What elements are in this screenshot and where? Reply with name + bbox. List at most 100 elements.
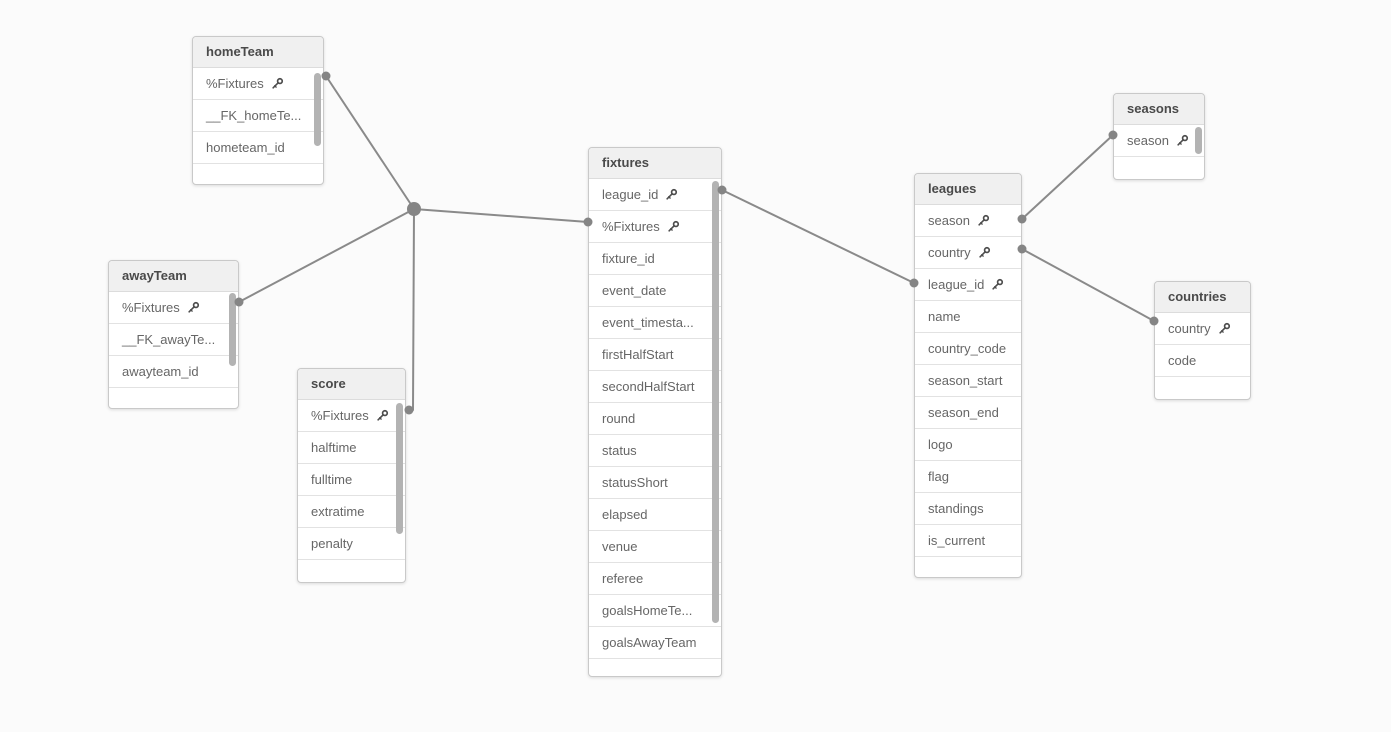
field-row[interactable]: country [1155, 313, 1250, 345]
connector-line-fixtures-to-leagues [721, 189, 915, 284]
field-label: event_timesta... [602, 315, 694, 330]
field-label: hometeam_id [206, 140, 285, 155]
field-row[interactable]: flag [915, 461, 1021, 493]
table-title: fixtures [602, 155, 649, 170]
table-title: score [311, 376, 346, 391]
field-row[interactable]: league_id [589, 179, 721, 211]
table-score[interactable]: score %Fixtures halftime fulltime extratime p… [297, 368, 406, 583]
connector-line-homeTeam-to-junction [325, 75, 415, 210]
table-scrollbar[interactable] [712, 181, 719, 623]
field-row[interactable]: name [915, 301, 1021, 333]
field-row[interactable]: season_end [915, 397, 1021, 429]
field-row[interactable]: awayteam_id [109, 356, 238, 388]
field-row[interactable]: fulltime [298, 464, 405, 496]
field-label: referee [602, 571, 644, 586]
field-row[interactable]: season_start [915, 365, 1021, 397]
field-label: secondHalfStart [602, 379, 695, 394]
field-row[interactable]: country_code [915, 333, 1021, 365]
field-label: season_end [928, 405, 999, 420]
field-row[interactable]: venue [589, 531, 721, 563]
field-row[interactable]: round [589, 403, 721, 435]
field-label: flag [928, 469, 949, 484]
field-row[interactable]: hometeam_id [193, 132, 323, 164]
field-label: awayteam_id [122, 364, 199, 379]
field-row[interactable]: halftime [298, 432, 405, 464]
table-title: seasons [1127, 101, 1180, 116]
field-label: firstHalfStart [602, 347, 674, 362]
field-row[interactable]: referee [589, 563, 721, 595]
field-row[interactable]: standings [915, 493, 1021, 525]
connector-line-junction-to-fixtures [413, 208, 589, 223]
table-header[interactable]: homeTeam [193, 37, 323, 68]
field-row[interactable]: penalty [298, 528, 405, 560]
field-row[interactable]: %Fixtures [589, 211, 721, 243]
field-label: fixture_id [602, 251, 655, 266]
field-row[interactable]: is_current [915, 525, 1021, 557]
table-header[interactable]: awayTeam [109, 261, 238, 292]
field-label: %Fixtures [206, 76, 264, 91]
field-label: country_code [928, 341, 1007, 356]
field-row[interactable]: extratime [298, 496, 405, 528]
field-label: %Fixtures [122, 300, 180, 315]
table-countries[interactable]: countries country code [1154, 281, 1251, 400]
table-scrollbar[interactable] [229, 293, 236, 366]
field-label: penalty [311, 536, 353, 551]
key-icon [377, 409, 388, 421]
field-row[interactable]: country [915, 237, 1021, 269]
field-row[interactable]: season [1114, 125, 1204, 157]
table-title: leagues [928, 181, 977, 196]
connector-line-awayTeam-to-junction [238, 208, 415, 303]
field-row[interactable]: logo [915, 429, 1021, 461]
field-label: is_current [928, 533, 986, 548]
table-homeTeam[interactable]: homeTeam %Fixtures __FK_homeTe... hometeam_… [192, 36, 324, 185]
table-header[interactable]: score [298, 369, 405, 400]
field-label: league_id [928, 277, 985, 292]
field-row[interactable]: goalsAwayTeam [589, 627, 721, 659]
field-label: %Fixtures [311, 408, 369, 423]
field-label: venue [602, 539, 638, 554]
field-label: code [1168, 353, 1197, 368]
key-icon [978, 246, 990, 258]
field-row[interactable]: %Fixtures [193, 68, 323, 100]
field-row[interactable]: firstHalfStart [589, 339, 721, 371]
table-header[interactable]: seasons [1114, 94, 1204, 125]
field-label: __FK_awayTe... [122, 332, 216, 347]
table-awayTeam[interactable]: awayTeam %Fixtures __FK_awayTe... awayteam_… [108, 260, 239, 409]
field-label: __FK_homeTe... [206, 108, 302, 123]
junction-dot [407, 202, 421, 216]
table-scrollbar[interactable] [1195, 127, 1202, 154]
field-row[interactable]: event_date [589, 275, 721, 307]
field-row[interactable]: league_id [915, 269, 1021, 301]
field-row[interactable]: goalsHomeTe... [589, 595, 721, 627]
table-header[interactable]: countries [1155, 282, 1250, 313]
field-row[interactable]: %Fixtures [298, 400, 405, 432]
table-header[interactable]: leagues [915, 174, 1021, 205]
connector-line-leagues-to-seasons [1021, 134, 1114, 220]
table-scrollbar[interactable] [314, 73, 321, 146]
field-label: event_date [602, 283, 667, 298]
field-label: country [1168, 321, 1211, 336]
field-row[interactable]: season [915, 205, 1021, 237]
field-label: goalsAwayTeam [602, 635, 697, 650]
field-row[interactable]: event_timesta... [589, 307, 721, 339]
key-icon [188, 301, 199, 313]
table-header[interactable]: fixtures [589, 148, 721, 179]
field-row[interactable]: __FK_homeTe... [193, 100, 323, 132]
field-row[interactable]: elapsed [589, 499, 721, 531]
field-row[interactable]: __FK_awayTe... [109, 324, 238, 356]
field-row[interactable]: fixture_id [589, 243, 721, 275]
field-row[interactable]: code [1155, 345, 1250, 377]
field-row[interactable]: status [589, 435, 721, 467]
field-row[interactable]: statusShort [589, 467, 721, 499]
field-label: season_start [928, 373, 1003, 388]
table-scrollbar[interactable] [396, 403, 403, 534]
field-row[interactable]: secondHalfStart [589, 371, 721, 403]
field-row[interactable]: %Fixtures [109, 292, 238, 324]
field-label: status [602, 443, 637, 458]
field-label: fulltime [311, 472, 353, 487]
table-seasons[interactable]: seasons season [1113, 93, 1205, 180]
connector-line-junction-to-score [408, 208, 415, 411]
